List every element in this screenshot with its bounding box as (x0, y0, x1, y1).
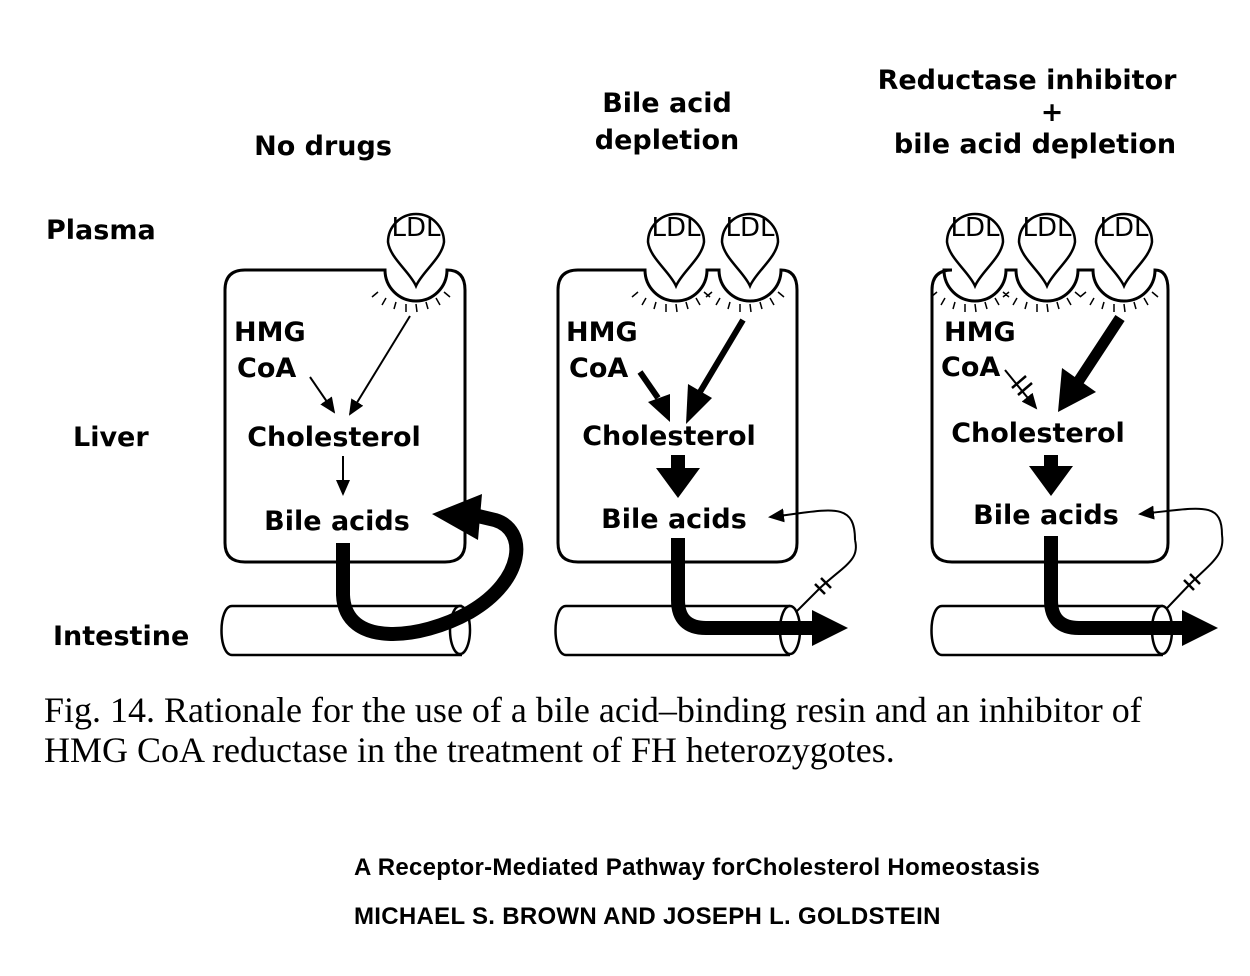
ldl-label: LDL (1023, 213, 1073, 243)
coa-label: CoA (569, 353, 628, 384)
enterohepatic-recirculation-arrow (336, 509, 524, 641)
arrowhead (648, 394, 670, 422)
bile-excretion-arrow (1044, 536, 1185, 635)
inhibited-hmg-arrow (1004, 369, 1038, 410)
bile-acids-label: Bile acids (264, 506, 410, 537)
block-mark (1183, 573, 1201, 591)
ldl-particle: LDL (386, 212, 446, 290)
receptor-pit-hatch (631, 291, 785, 313)
ldl-particle: LDL (945, 212, 1005, 290)
ldl-particle: LDL (1094, 212, 1154, 290)
arrow-hmg-to-cholesterol (309, 376, 336, 414)
ldl-label: LDL (951, 213, 1001, 243)
recirculation-thin-arrow (1138, 505, 1223, 536)
hmg-label: HMG (566, 317, 638, 348)
panel-bile-acid-depletion: Bile acid depletion LDL LDL HMG CoA Chol… (554, 88, 857, 657)
hmg-label: HMG (944, 317, 1016, 348)
blocked-reabsorption-line (1149, 534, 1224, 627)
panel-title-line: No drugs (254, 131, 392, 162)
bile-excretion-arrow (671, 538, 815, 635)
arrow-ldl-to-cholesterol (348, 315, 411, 416)
panel-title-line: depletion (595, 125, 739, 156)
pathway-diagram: Plasma Liver Intestine No drugs LDL HMG … (46, 65, 1224, 657)
ldl-label: LDL (726, 213, 776, 243)
ldl-particle: LDL (720, 212, 780, 290)
arrow-hmg-to-cholesterol (637, 370, 661, 400)
excretion-arrowhead (1182, 610, 1218, 646)
receptor-pit-hatch (371, 291, 451, 313)
arrowhead (656, 468, 700, 498)
block-mark (814, 577, 832, 595)
ldl-particle: LDL (646, 212, 706, 290)
ldl-label: LDL (392, 213, 442, 243)
hmg-label: HMG (234, 317, 306, 348)
reference-authors: MICHAEL S. BROWN AND JOSEPH L. GOLDSTEIN (354, 903, 941, 930)
reference-title: A Receptor-Mediated Pathway forCholester… (354, 854, 1041, 881)
liver-cell (930, 268, 1170, 564)
intestine-label: Intestine (53, 621, 189, 652)
coa-label: CoA (941, 352, 1000, 383)
bile-acids-label: Bile acids (601, 504, 747, 535)
liver-label: Liver (73, 422, 149, 453)
panel-no-drugs: No drugs LDL HMG CoA Cholesterol Bile ac… (220, 131, 524, 657)
ldl-label: LDL (1100, 213, 1150, 243)
coa-label: CoA (237, 353, 296, 384)
liver-cell (223, 268, 467, 564)
panel-title-line: Bile acid (602, 88, 732, 119)
plasma-label: Plasma (46, 215, 156, 246)
arrow-ldl-to-cholesterol (697, 318, 746, 394)
cholesterol-label: Cholesterol (582, 421, 756, 452)
receptor-pit-hatch (930, 291, 1159, 313)
figure-caption: Fig. 14. Rationale for the use of a bile… (44, 690, 1142, 770)
excretion-arrowhead (812, 610, 848, 646)
cholesterol-label: Cholesterol (247, 422, 421, 453)
panel-reductase-inhibitor-plus-depletion: Reductase inhibitor + bile acid depletio… (878, 65, 1224, 657)
recirculation-thin-arrow (768, 508, 856, 541)
panel-title-line: + (1041, 97, 1064, 128)
recirculation-arrowhead (432, 494, 482, 540)
arrow-ldl-to-cholesterol (1073, 314, 1125, 386)
ldl-particle: LDL (1017, 212, 1077, 290)
cholesterol-label: Cholesterol (951, 418, 1125, 449)
ldl-label: LDL (652, 213, 702, 243)
inhibition-block-mark (1011, 375, 1033, 396)
panel-title-line: Reductase inhibitor (878, 65, 1178, 96)
arrowhead (1029, 466, 1073, 496)
liver-cell (556, 268, 799, 564)
panel-title-line: bile acid depletion (894, 129, 1176, 160)
bile-acids-label: Bile acids (973, 500, 1119, 531)
arrowhead (1058, 368, 1096, 412)
arrowhead (686, 384, 712, 424)
